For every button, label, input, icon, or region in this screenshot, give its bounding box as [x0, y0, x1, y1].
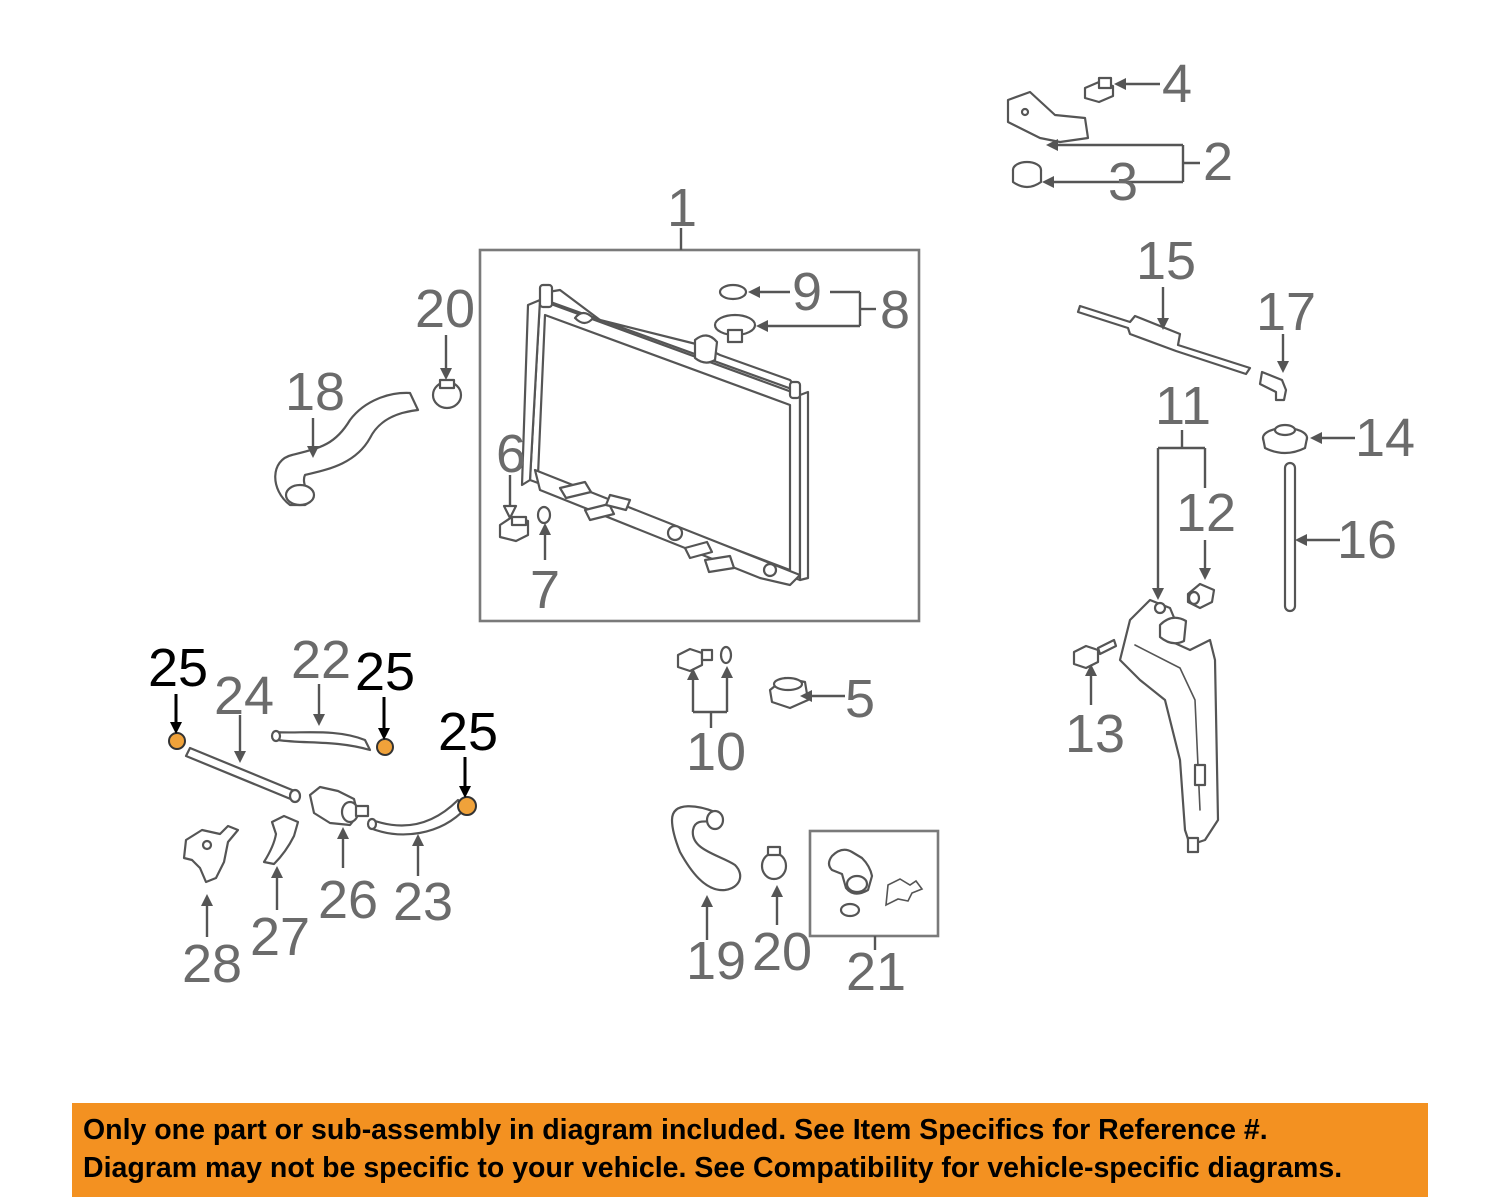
hose-clamp-25-middle: [376, 738, 394, 756]
callout-12: 12: [1176, 483, 1236, 543]
bracket-28: [182, 824, 240, 884]
callout-18: 18: [285, 362, 345, 422]
callout-20-lower: 20: [752, 922, 812, 982]
callout-16: 16: [1337, 510, 1397, 570]
callout-9: 9: [792, 262, 822, 322]
lower-hose-end: [705, 809, 725, 831]
callout-24: 24: [214, 666, 274, 726]
elbow-fitting-17: [1258, 370, 1288, 402]
callout-25-middle: 25: [355, 642, 415, 702]
callout-20-upper: 20: [415, 279, 475, 339]
mount-cushion-5: [768, 676, 810, 710]
disclaimer-line-2: Diagram may not be specific to your vehi…: [83, 1152, 1343, 1184]
callout-5: 5: [845, 669, 875, 729]
grommet-12: [1186, 582, 1216, 610]
callout-8: 8: [880, 280, 910, 340]
drain-plug: [498, 515, 530, 543]
callout-3: 3: [1108, 152, 1138, 212]
callout-14: 14: [1355, 408, 1415, 468]
callout-21: 21: [846, 942, 906, 1002]
hose-23: [368, 798, 468, 836]
callout-17: 17: [1256, 282, 1316, 342]
callout-4: 4: [1162, 54, 1192, 114]
disclaimer-banner: Only one part or sub-assembly in diagram…: [72, 1103, 1428, 1197]
callout-25-right: 25: [438, 702, 498, 762]
cap-gasket: [718, 283, 748, 301]
clip-27: [262, 814, 300, 866]
callout-2: 2: [1203, 132, 1233, 192]
disclaimer-line-1: Only one part or sub-assembly in diagram…: [83, 1114, 1268, 1146]
callout-19: 19: [686, 931, 746, 991]
callout-7: 7: [530, 560, 560, 620]
callout-25-left: 25: [148, 638, 208, 698]
callout-22: 22: [291, 630, 351, 690]
hose-clamp-25-right: [457, 796, 477, 816]
rubber-mount-3: [1011, 160, 1043, 189]
valve-26: [308, 785, 370, 827]
overflow-hose-15: [1076, 304, 1252, 376]
callout-23: 23: [393, 872, 453, 932]
callout-15: 15: [1136, 231, 1196, 291]
parts-diagram: 1 6 7 9 8: [148, 54, 1415, 1002]
callout-6: 6: [496, 424, 526, 484]
callout-1: 1: [667, 178, 697, 238]
radiator: [520, 283, 810, 587]
callout-26: 26: [318, 870, 378, 930]
upper-hose-end: [284, 483, 316, 507]
hose-clamp-lower: [760, 845, 788, 881]
reservoir-hose-16: [1283, 461, 1297, 613]
callout-13: 13: [1065, 704, 1125, 764]
radiator-cap: [713, 313, 757, 344]
drain-fitting-10: [676, 645, 733, 673]
mounting-bracket: [1006, 90, 1090, 144]
reservoir-cap-14: [1261, 423, 1309, 455]
thermostat-housing-21: [827, 848, 924, 918]
bolt-13: [1072, 638, 1118, 670]
hose-clamp-upper: [431, 378, 463, 410]
coolant-reservoir: [1118, 598, 1220, 854]
hose-clamp-25-left: [168, 732, 186, 750]
o-ring-7: [536, 505, 552, 525]
upper-radiator-hose: [274, 391, 420, 507]
radiator-assembly-box: [478, 248, 921, 623]
callout-27: 27: [250, 907, 310, 967]
callout-10: 10: [686, 722, 746, 782]
callout-11: 11: [1155, 376, 1211, 436]
callout-28: 28: [182, 934, 242, 994]
bolt-4: [1083, 76, 1115, 104]
hose-22: [272, 730, 372, 752]
